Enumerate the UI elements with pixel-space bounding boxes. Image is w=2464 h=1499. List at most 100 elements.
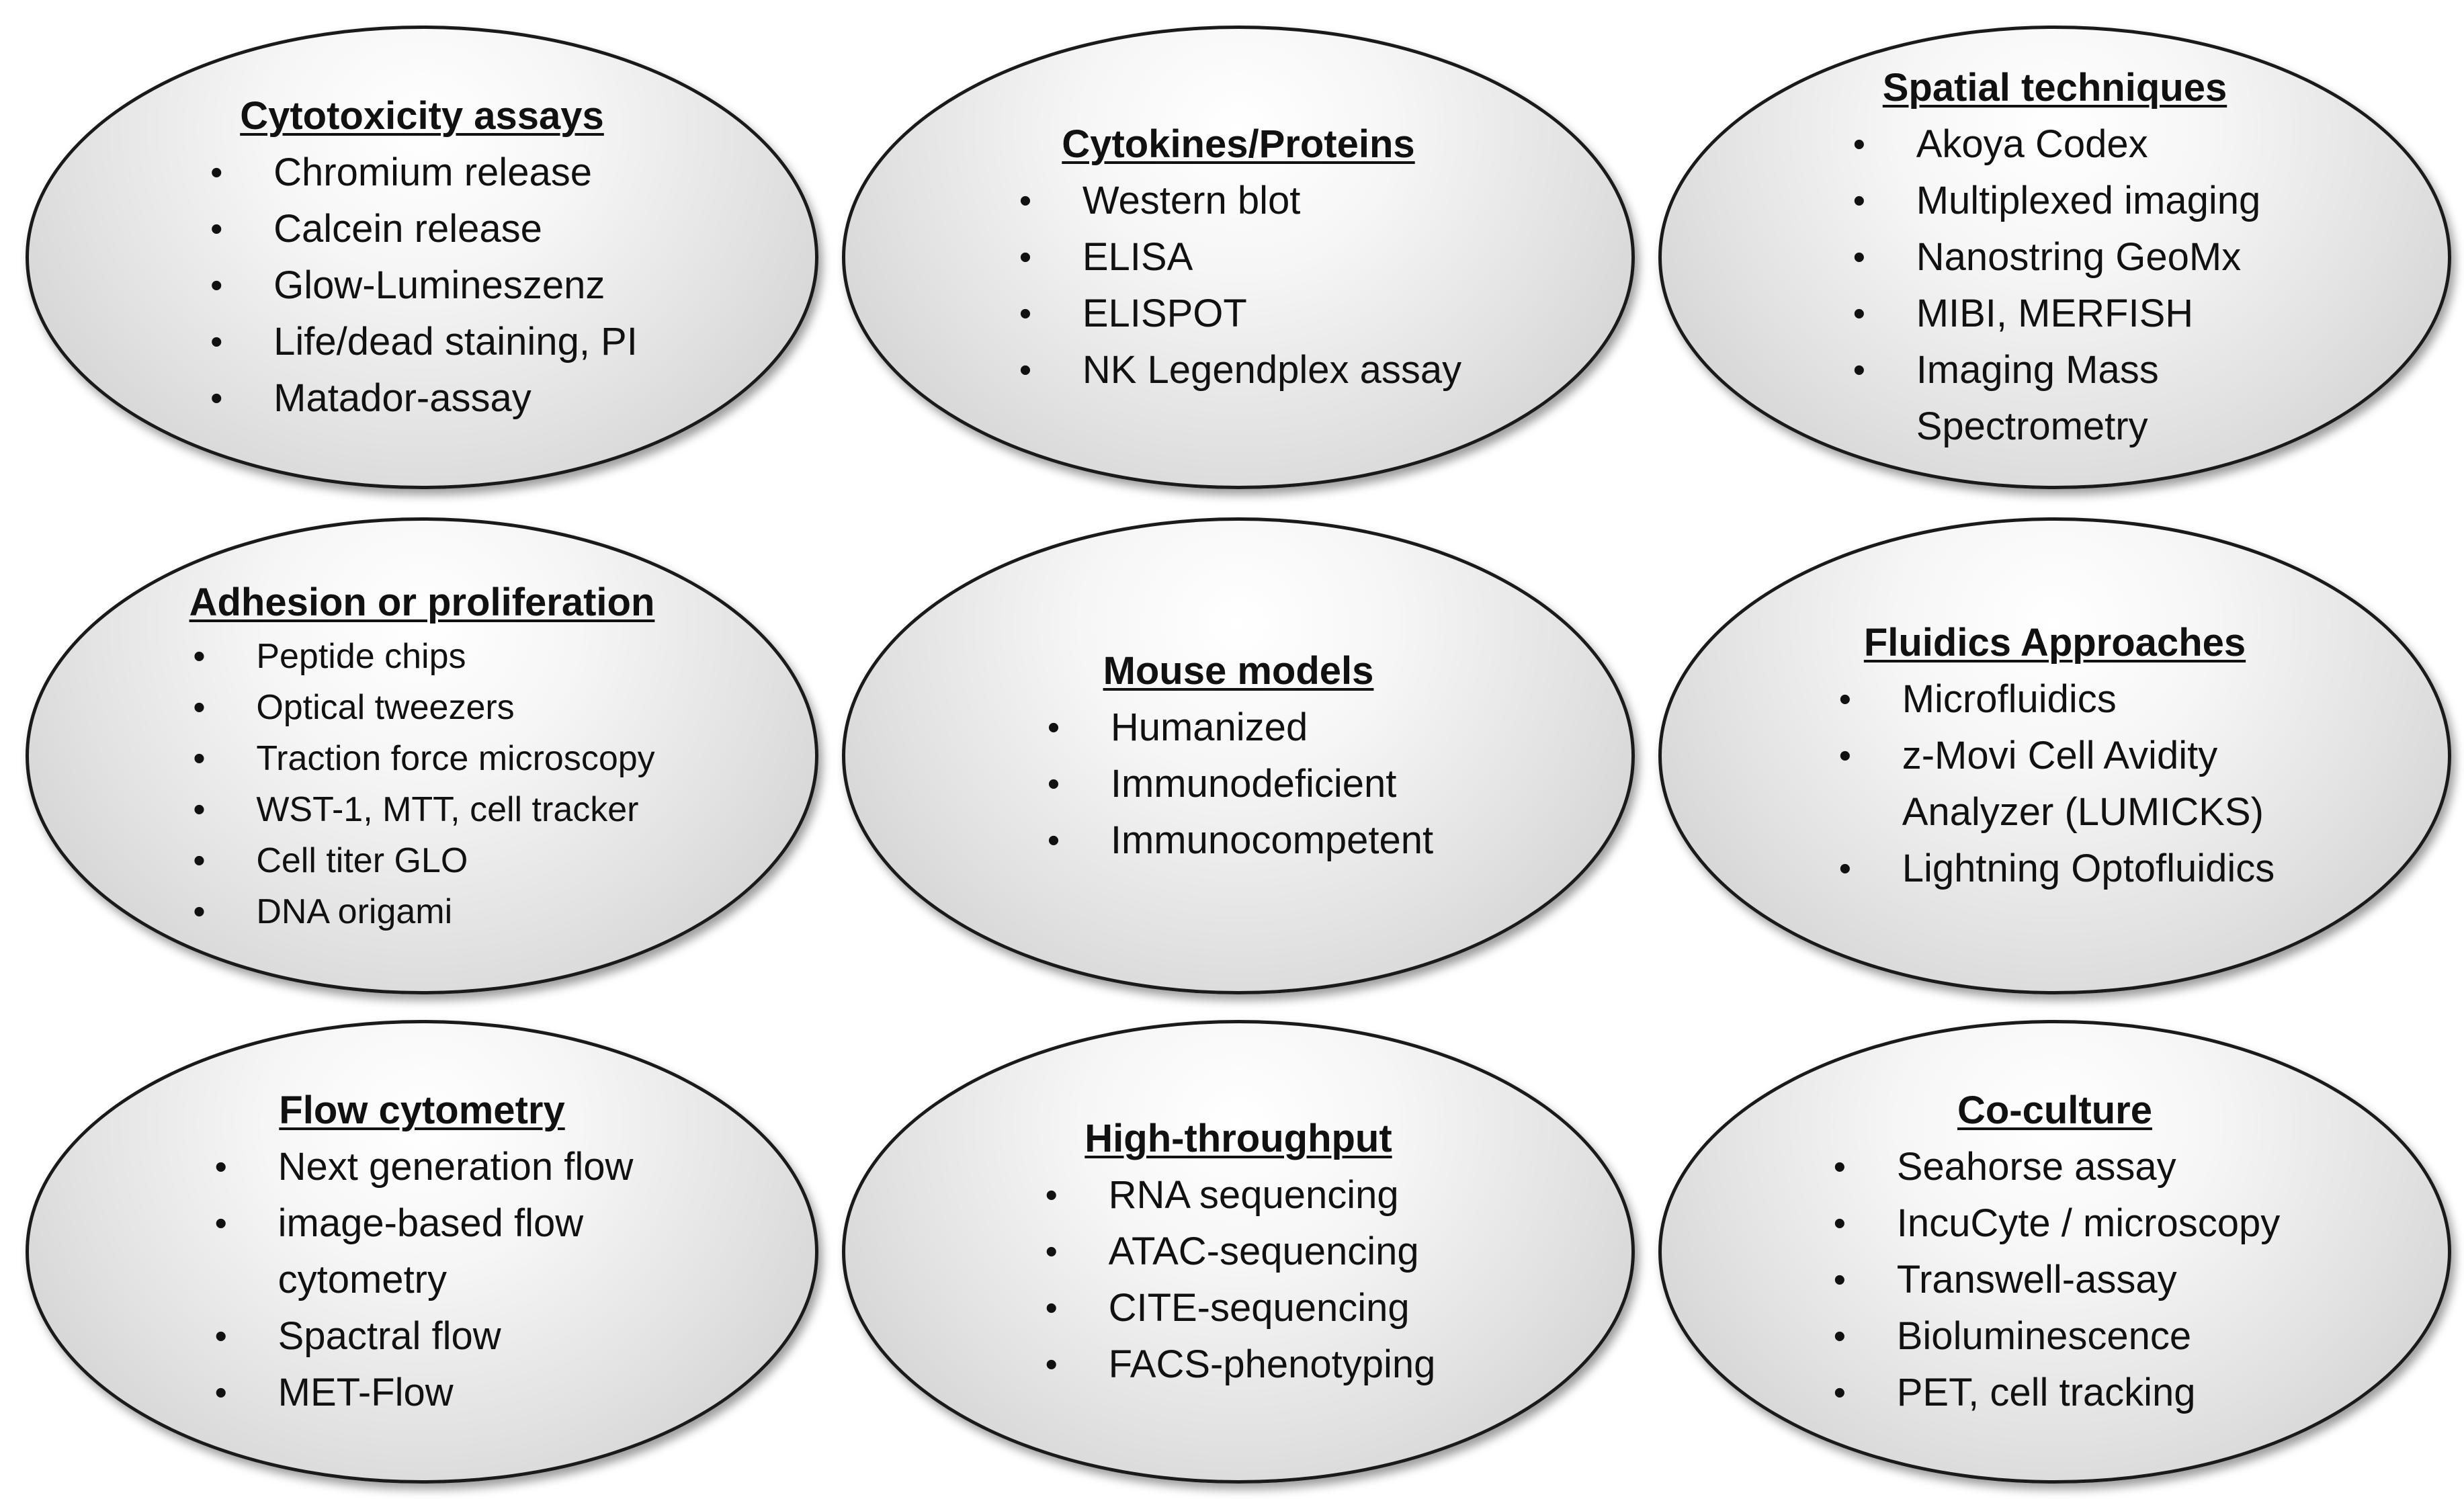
bullet-icon: •	[1833, 1148, 1846, 1187]
panel-fluidics-approaches: Fluidics Approaches •Microfluidics •z-Mo…	[1658, 517, 2451, 994]
list-item-continuation: cytometry	[278, 1258, 447, 1301]
list-item: •WST-1, MTT, cell tracker	[189, 784, 654, 835]
list-item: •Cell titer GLO	[189, 835, 654, 886]
list-item: •Immunocompetent	[1044, 812, 1433, 869]
list-item: •Seahorse assay	[1830, 1139, 2281, 1195]
bullet-icon: •	[1833, 1204, 1846, 1243]
list-item: •Chromium release	[206, 144, 638, 201]
bullet-icon: •	[1833, 1260, 1846, 1299]
list-item: •Imaging Mass	[1849, 342, 2261, 398]
panel-item-list: •RNA sequencing •ATAC-sequencing •CITE-s…	[1042, 1167, 1436, 1393]
panel-title: Mouse models	[1103, 649, 1374, 693]
bullet-icon: •	[1019, 238, 1032, 277]
bullet-icon: •	[1045, 1289, 1058, 1328]
list-item: •MET-Flow	[211, 1365, 634, 1421]
bullet-icon: •	[1047, 708, 1060, 747]
bullet-icon: •	[1838, 849, 1851, 888]
bullet-icon: •	[210, 379, 223, 418]
list-item: •z-Movi Cell Avidity	[1835, 728, 2275, 784]
bullet-icon: •	[1019, 294, 1032, 333]
bullet-icon: •	[1853, 294, 1865, 333]
bullet-icon: •	[1019, 181, 1032, 220]
panel-item-list: •Seahorse assay •IncuCyte / microscopy •…	[1830, 1139, 2281, 1421]
list-item: •RNA sequencing	[1042, 1167, 1436, 1224]
panel-flow-cytometry: Flow cytometry •Next generation flow •im…	[26, 1020, 818, 1484]
list-item: •IncuCyte / microscopy	[1830, 1195, 2281, 1252]
list-item: •Immunodeficient	[1044, 756, 1433, 812]
panel-title: Spatial techniques	[1882, 66, 2227, 110]
list-item-continuation: Analyzer (LUMICKS)	[1902, 790, 2264, 834]
panel-item-list: •Akoya Codex •Multiplexed imaging •Nanos…	[1849, 116, 2261, 455]
bullet-icon: •	[193, 841, 206, 880]
bullet-icon: •	[1045, 1345, 1058, 1384]
bullet-icon: •	[1045, 1176, 1058, 1215]
bullet-icon: •	[1019, 351, 1032, 390]
bullet-icon: •	[210, 266, 223, 305]
bullet-icon: •	[193, 688, 206, 727]
panel-cytotoxicity-assays: Cytotoxicity assays •Chromium release •C…	[26, 26, 818, 489]
panel-spatial-techniques: Spatial techniques •Akoya Codex •Multipl…	[1658, 26, 2451, 489]
list-item: •Spactral flow	[211, 1308, 634, 1365]
bullet-icon: •	[193, 790, 206, 829]
list-item: •MIBI, MERFISH	[1849, 286, 2261, 342]
list-item: •Calcein release	[206, 201, 638, 257]
list-item: •Akoya Codex	[1849, 116, 2261, 173]
bullet-icon: •	[214, 1204, 227, 1243]
list-item: •Humanized	[1044, 699, 1433, 756]
panel-title: Fluidics Approaches	[1863, 621, 2246, 665]
bullet-icon: •	[210, 323, 223, 361]
list-item: •Glow-Lumineszenz	[206, 257, 638, 314]
bullet-icon: •	[1853, 351, 1865, 390]
list-item: •FACS-phenotyping	[1042, 1336, 1436, 1393]
panel-item-list: •Peptide chips •Optical tweezers •Tracti…	[189, 631, 654, 937]
bullet-icon: •	[193, 739, 206, 778]
panel-item-list: •Next generation flow •image-based flow …	[211, 1139, 634, 1421]
list-item: •Lightning Optofluidics	[1835, 841, 2275, 897]
bullet-icon: •	[214, 1317, 227, 1356]
list-item: •DNA origami	[189, 886, 654, 937]
bullet-icon: •	[210, 210, 223, 249]
list-item: •ATAC-sequencing	[1042, 1224, 1436, 1280]
bullet-icon: •	[1838, 680, 1851, 719]
panel-item-list: •Microfluidics •z-Movi Cell Avidity Anal…	[1835, 671, 2275, 897]
bullet-icon: •	[1838, 736, 1851, 775]
panel-title: Co-culture	[1957, 1088, 2152, 1132]
panel-cytokines-proteins: Cytokines/Proteins •Western blot •ELISA …	[842, 26, 1635, 489]
bullet-icon: •	[1853, 125, 1865, 164]
list-item: •Optical tweezers	[189, 682, 654, 733]
list-item: •Transwell-assay	[1830, 1252, 2281, 1308]
list-item: •Multiplexed imaging	[1849, 173, 2261, 229]
panel-title: Cytokines/Proteins	[1062, 122, 1415, 166]
bullet-icon: •	[1833, 1317, 1846, 1356]
list-item: •PET, cell tracking	[1830, 1365, 2281, 1421]
bullet-icon: •	[210, 153, 223, 192]
list-item: •image-based flow	[211, 1195, 634, 1252]
bullet-icon: •	[214, 1373, 227, 1412]
bullet-icon: •	[193, 637, 206, 676]
panel-mouse-models: Mouse models •Humanized •Immunodeficient…	[842, 517, 1635, 994]
list-item-continuation: Spectrometry	[1916, 404, 2148, 448]
list-item: •Peptide chips	[189, 631, 654, 682]
bullet-icon: •	[1833, 1373, 1846, 1412]
panel-item-list: •Western blot •ELISA •ELISPOT •NK Legend…	[1015, 173, 1461, 398]
panel-title: Cytotoxicity assays	[240, 94, 604, 138]
bullet-icon: •	[1047, 821, 1060, 860]
panel-item-list: •Chromium release •Calcein release •Glow…	[206, 144, 638, 427]
list-item: •CITE-sequencing	[1042, 1280, 1436, 1336]
panel-adhesion-or-proliferation: Adhesion or proliferation •Peptide chips…	[26, 517, 818, 994]
list-item: •Next generation flow	[211, 1139, 634, 1195]
bullet-icon: •	[193, 892, 206, 931]
panel-co-culture: Co-culture •Seahorse assay •IncuCyte / m…	[1658, 1020, 2451, 1484]
list-item: •Microfluidics	[1835, 671, 2275, 728]
bullet-icon: •	[1047, 765, 1060, 804]
list-item: •Western blot	[1015, 173, 1461, 229]
list-item: •ELISPOT	[1015, 286, 1461, 342]
list-item: •Nanostring GeoMx	[1849, 229, 2261, 286]
list-item: •Life/dead staining, PI	[206, 314, 638, 370]
bullet-icon: •	[1853, 238, 1865, 277]
list-item: •Bioluminescence	[1830, 1308, 2281, 1365]
list-item: •Matador-assay	[206, 370, 638, 427]
list-item: •Traction force microscopy	[189, 733, 654, 784]
bullet-icon: •	[1853, 181, 1865, 220]
